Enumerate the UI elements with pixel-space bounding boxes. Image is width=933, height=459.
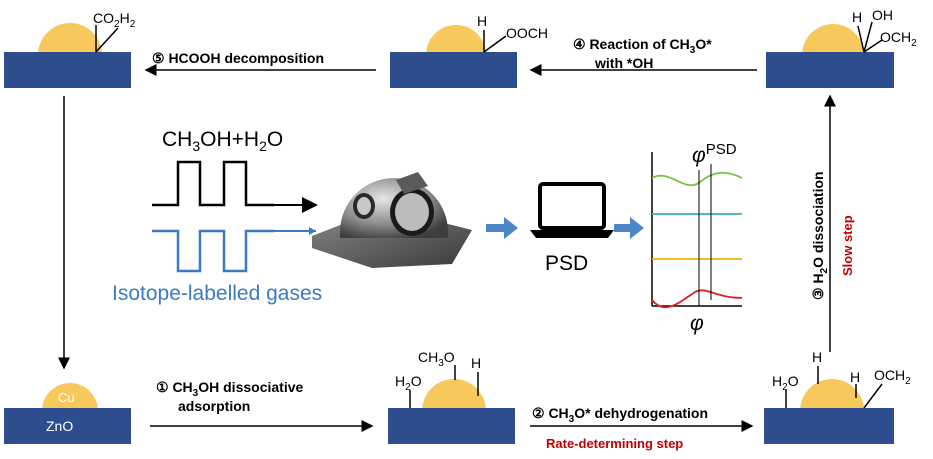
svg-text:③ H2O dissociation: ③ H2O dissociation: [810, 171, 830, 300]
zno-substrate: [390, 52, 517, 88]
step4-label-line2: with *OH: [594, 55, 653, 71]
surface-bottom-mid: H2O CH3O H: [388, 349, 515, 444]
och2-label: OCH2: [880, 29, 917, 49]
surface-top-mid: H OOCH: [390, 13, 548, 88]
cu-particle: [802, 24, 864, 55]
step5-label: ⑤ HCOOH decomposition: [152, 50, 324, 66]
surface-bottom-left: Cu ZnO: [4, 383, 131, 444]
cu-particle: [42, 383, 98, 411]
step2-label: ② CH3O* dehydrogenation: [532, 405, 708, 425]
cu-particle: [38, 23, 102, 55]
h-label-2: H: [850, 369, 860, 385]
zno-substrate: [4, 52, 131, 88]
reactor-chamber: [312, 172, 472, 268]
phi-psd-label: φPSD: [692, 141, 737, 167]
ooch-label: OOCH: [506, 25, 548, 41]
h-label: H: [471, 355, 481, 371]
co2h2-label: CO2H2: [93, 10, 136, 30]
h-label: H: [477, 13, 487, 29]
isotope-label: Isotope-labelled gases: [112, 282, 322, 305]
pulse-trace-blue: [152, 229, 274, 273]
psd-label: PSD: [545, 252, 588, 275]
svg-text:Slow step: Slow step: [840, 215, 855, 276]
h2o-label: H2O: [395, 373, 422, 393]
cu-particle: [800, 379, 864, 411]
cu-label: Cu: [58, 390, 75, 405]
trace-red: [651, 289, 743, 309]
surface-bottom-right: H2O H H OCH2: [764, 349, 911, 444]
och2-label: OCH2: [874, 367, 911, 387]
phi-label: φ: [690, 312, 704, 335]
ch3o-label: CH3O: [418, 349, 455, 369]
psd-plot: φPSD φ: [651, 141, 743, 335]
h-label-1: H: [812, 349, 822, 365]
surface-top-right: H OH OCH2: [766, 7, 917, 88]
pulse-trace-black: [152, 160, 274, 207]
step1-label-line2: adsorption: [178, 398, 250, 414]
arrow-to-plot: [614, 217, 644, 239]
feed-label: CH3OH+H2O: [162, 128, 283, 154]
cu-particle: [426, 25, 486, 55]
step4-label-line1: ④ Reaction of CH3O*: [573, 36, 712, 56]
zno-substrate: [764, 408, 894, 444]
zno-label: ZnO: [46, 418, 73, 434]
laptop-icon: [530, 182, 614, 238]
surface-top-left: CO2H2: [4, 10, 136, 88]
oh-label: OH: [872, 7, 893, 23]
trace-green: [651, 171, 743, 187]
h-label: H: [852, 9, 862, 25]
zno-substrate: [766, 52, 894, 88]
zno-substrate: [4, 408, 131, 444]
step1-label-line1: ① CH3OH dissociative: [156, 379, 303, 399]
rate-determining-note: Rate-determining step: [546, 436, 683, 451]
cu-particle: [422, 379, 486, 411]
zno-substrate: [388, 408, 515, 444]
h2o-label: H2O: [772, 373, 799, 393]
arrow-to-psd: [486, 217, 518, 239]
slow-step-note: Slow step: [840, 215, 855, 276]
step3-label: ③ H2O dissociation: [810, 171, 830, 300]
